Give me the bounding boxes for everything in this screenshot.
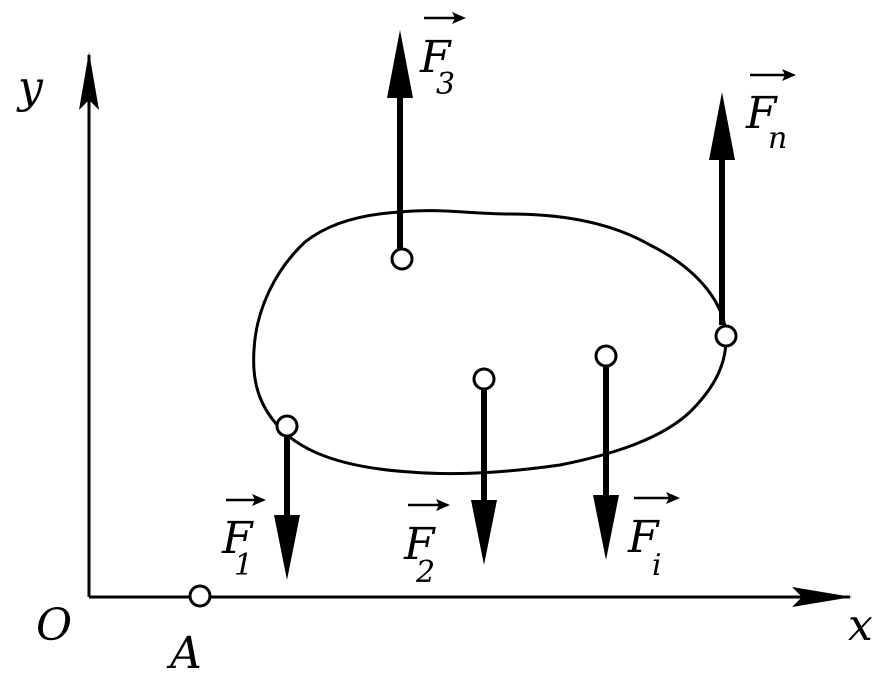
force-f1-label: F 1	[221, 494, 266, 583]
force-f3-arrowhead	[387, 30, 413, 98]
body-outline	[252, 209, 728, 476]
force-fi-label: F i	[627, 492, 680, 583]
x-axis-label: x	[848, 600, 873, 651]
force-fi-letter: F	[627, 512, 660, 563]
force-f2-label: F 2	[403, 499, 450, 590]
point-a-label: A	[166, 628, 202, 679]
origin-label: O	[36, 600, 72, 651]
point-fi	[594, 344, 618, 368]
force-fn-sub: n	[768, 121, 787, 156]
force-f1-sub: 1	[234, 548, 253, 583]
force-fn-letter: F	[745, 88, 778, 139]
y-axis-label: y	[16, 62, 44, 113]
force-f3-label: F 3	[419, 12, 466, 102]
force-f2-arrowhead	[471, 500, 497, 565]
point-f3	[390, 247, 414, 271]
force-fn-label: F n	[745, 69, 796, 156]
force-f3-sub: 3	[436, 67, 455, 102]
point-fn	[714, 324, 738, 348]
force-fi-arrowhead	[593, 495, 619, 560]
force-f2-sub: 2	[415, 555, 435, 590]
point-f2	[472, 367, 496, 391]
force-f1-letter: F	[221, 513, 254, 564]
x-axis-arrowhead	[792, 587, 852, 607]
point-a	[188, 584, 212, 608]
force-f3-letter: F	[419, 32, 452, 83]
y-axis-arrowhead	[79, 52, 99, 110]
force-f1-arrowhead	[274, 515, 300, 580]
force-f2-letter: F	[403, 519, 436, 570]
point-f1	[275, 414, 299, 438]
force-fn-arrowhead	[709, 92, 735, 160]
force-fi-sub: i	[652, 548, 662, 583]
